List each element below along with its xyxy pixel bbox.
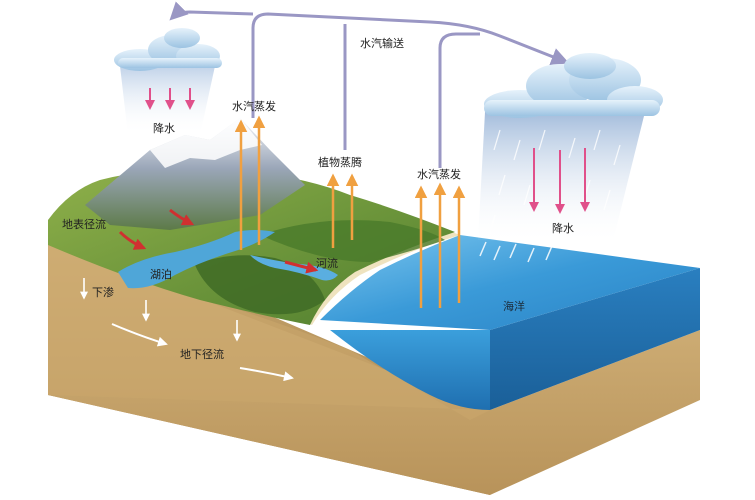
infiltration-label: 下渗 xyxy=(92,285,114,299)
groundwater-runoff-label: 地下径流 xyxy=(180,347,224,361)
mountain-snow xyxy=(150,118,262,168)
surface-runoff-arrows xyxy=(118,208,319,274)
lake-label: 湖泊 xyxy=(150,268,172,281)
evaporation-label-land: 水汽蒸发 xyxy=(232,99,276,113)
river-label: 河流 xyxy=(316,256,338,270)
right-rain-shaft xyxy=(478,112,645,245)
right-cloud xyxy=(484,53,663,118)
left-cloud xyxy=(114,28,222,71)
river xyxy=(250,255,338,281)
forest-patch xyxy=(260,220,445,262)
ocean-rain-marks xyxy=(479,241,553,263)
vapor-transport-main-arrow xyxy=(251,12,570,118)
vapor-transport-arrows xyxy=(169,1,570,168)
evaporation-arrows xyxy=(234,115,466,308)
left-precip-arrows xyxy=(145,88,195,110)
ocean-label: 海洋 xyxy=(503,299,525,313)
right-precip-arrows xyxy=(529,148,590,214)
ocean-front-face xyxy=(330,330,490,410)
terrain-block xyxy=(48,118,700,495)
precipitation-label-left: 降水 xyxy=(153,121,175,135)
right-rain-cloud xyxy=(478,53,663,245)
vapor-transport-left-arrow xyxy=(169,1,254,21)
ocean-side-face xyxy=(490,268,700,410)
rain-streaks xyxy=(488,129,621,236)
left-rain-cloud xyxy=(114,28,222,135)
vapor-transport-label: 水汽输送 xyxy=(360,36,404,50)
evaporation-label-ocean: 水汽蒸发 xyxy=(417,167,461,181)
transpiration-label: 植物蒸腾 xyxy=(318,155,362,169)
vapor-transport-branch-2 xyxy=(438,32,480,168)
precipitation-label-right: 降水 xyxy=(552,221,574,235)
soil-cross-section xyxy=(48,225,490,420)
surface-runoff-label: 地表径流 xyxy=(62,217,106,231)
labels: 水汽输送 降水 降水 水汽蒸发 水汽蒸发 植物蒸腾 地表径流 湖泊 河流 下渗 … xyxy=(62,36,574,361)
lake xyxy=(118,230,275,289)
infiltration-arrows xyxy=(80,278,241,342)
groundwater-flow-arrows xyxy=(111,323,294,382)
ocean-surface xyxy=(320,235,700,330)
